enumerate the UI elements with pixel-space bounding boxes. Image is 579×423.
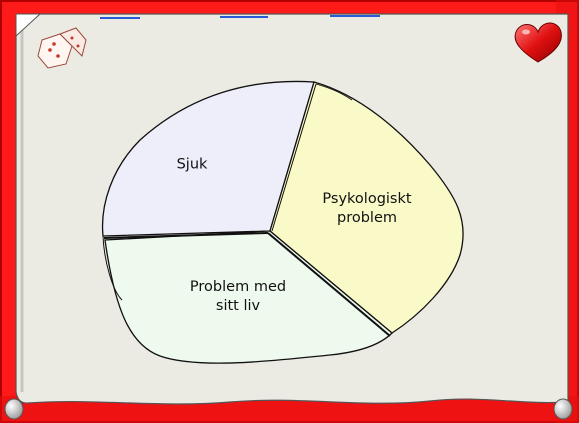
divider-line-right [267, 232, 391, 337]
corner-curl-top-left [15, 13, 42, 38]
dice-icon [37, 27, 87, 69]
sketch-stroke-left [102, 235, 123, 301]
diagram [101, 80, 464, 364]
sketch-stroke-top [315, 83, 353, 101]
divider-line-left [103, 232, 269, 239]
knob-bottom-left-icon [4, 398, 24, 420]
segment-psykologiskt-problem [269, 81, 464, 334]
heart-icon [514, 22, 562, 63]
segment-sjuk [101, 80, 315, 237]
knob-bottom-right-icon [553, 398, 573, 420]
segment-problem-med-sitt-liv [104, 230, 393, 364]
divider-line-top [271, 83, 317, 232]
